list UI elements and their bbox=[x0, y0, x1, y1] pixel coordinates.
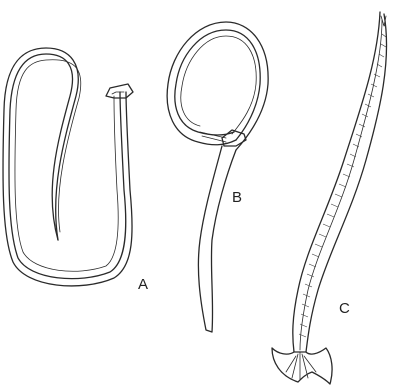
label-c: C bbox=[339, 300, 350, 317]
specimen-b bbox=[167, 22, 268, 332]
specimen-a bbox=[3, 48, 133, 286]
label-a: A bbox=[138, 276, 148, 293]
specimen-c bbox=[272, 12, 387, 384]
label-b: B bbox=[232, 189, 242, 206]
hatching bbox=[299, 24, 386, 337]
